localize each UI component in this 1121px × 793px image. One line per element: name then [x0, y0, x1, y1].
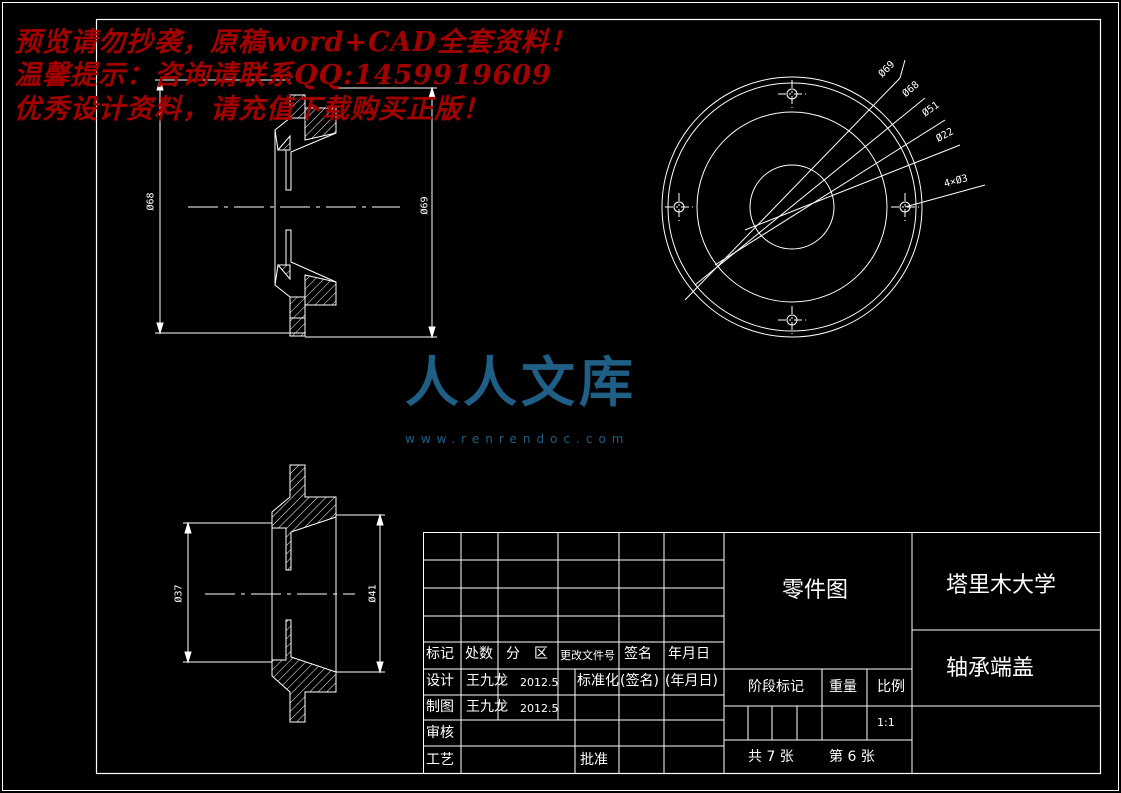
- designer-name: 王九龙: [466, 673, 508, 689]
- drawer-name: 王九龙: [466, 699, 508, 715]
- bottom-section-view: [183, 464, 385, 723]
- title-block-grid: [423, 532, 1101, 774]
- watermark-line-3: 优秀设计资料，请充值下载购买正版！: [14, 94, 490, 125]
- weight-label: 重量: [829, 679, 857, 695]
- watermark-line-1: 预览请勿抄袭，原稿word+CAD全套资料！: [14, 27, 577, 58]
- standardize-label: 标准化: [577, 673, 619, 689]
- draw-date: 2012.5: [520, 702, 559, 715]
- stage-mark-label: 阶段标记: [748, 679, 804, 695]
- design-date: 2012.5: [520, 676, 559, 689]
- review-label: 审核: [426, 725, 454, 741]
- header-signature: 签名: [624, 646, 652, 662]
- dim-top-right: Ø69: [419, 196, 431, 215]
- top-section-view: [155, 78, 437, 339]
- watermark-line-2: 温馨提示：咨询请联系QQ:1459919609: [14, 60, 552, 91]
- header-mark: 标记: [426, 646, 454, 662]
- dim-bottom-right: Ø41: [367, 584, 379, 603]
- draw-label: 制图: [426, 699, 454, 715]
- drawing-type: 零件图: [782, 578, 849, 603]
- approve-label: 批准: [580, 752, 608, 768]
- header-change-doc: 更改文件号: [560, 649, 615, 662]
- date-placeholder: (年月日): [665, 673, 718, 689]
- scale-label: 比例: [877, 679, 905, 695]
- sheets-total: 共 7 张: [748, 749, 794, 765]
- end-view: [661, 59, 986, 338]
- design-label: 设计: [426, 673, 454, 689]
- header-date: 年月日: [668, 646, 710, 662]
- renrendoc-logo: 人人文库: [405, 351, 637, 414]
- signed-placeholder: (签名): [620, 673, 659, 689]
- renrendoc-url: www.renrendoc.com: [405, 432, 630, 446]
- dim-bottom-left: Ø37: [173, 584, 185, 603]
- process-label: 工艺: [426, 752, 454, 768]
- sheet-number: 第 6 张: [829, 749, 875, 765]
- scale-value: 1:1: [877, 716, 895, 729]
- header-zone: 分 区: [506, 646, 548, 662]
- header-count: 处数: [465, 646, 493, 662]
- dim-top-left: Ø68: [145, 192, 157, 211]
- part-name: 轴承端盖: [946, 656, 1035, 681]
- university-name: 塔里木大学: [946, 573, 1057, 598]
